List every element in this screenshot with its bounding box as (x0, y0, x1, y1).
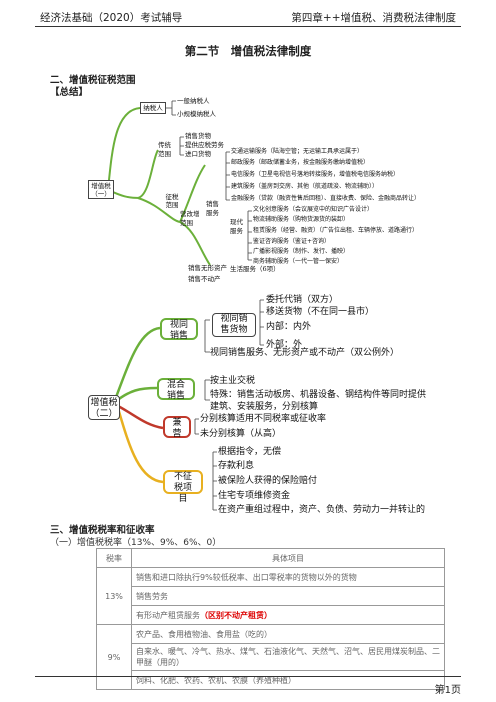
table-cell: 销售劳务 (131, 586, 445, 606)
page-title: 第二节 增值税法律制度 (184, 44, 312, 58)
map1-scope: 征税范围 (165, 193, 179, 209)
summary-tag: 【总结】 (50, 87, 89, 98)
svc-transport: 交通运输服务（陆海空管；无运输工具承运属于） (231, 148, 364, 155)
nontax-restructure: 在资产重组过程中，资产、负债、劳动力一并转让的 (218, 505, 426, 515)
mixed-main: 按主业交税 (210, 376, 256, 386)
deemed-consign: 委托代销（双方） (266, 295, 339, 305)
trad-import: 进口货物 (185, 150, 211, 158)
map2-deemed-goods: 视同销售货物 (212, 313, 256, 337)
map2-nontax: 不征税项目 (163, 470, 203, 504)
table-header-items: 具体项目 (131, 548, 445, 568)
map2-deemed: 视同销售 (160, 318, 198, 341)
concurrent-separate: 分别核算适用不同税率或征收率 (200, 414, 327, 424)
rate-cell-9: 9% (96, 624, 132, 690)
svc-construction: 建筑服务（盖房到交房、其他（航道疏浚、物流辅助）） (231, 183, 379, 190)
table-cell: 饲料、化肥、农药、农机、农膜（养殖种植） (131, 670, 445, 690)
table-row: 销售劳务 (97, 586, 445, 606)
table-cell: 农产品、食用植物油、食用盐（吃的） (131, 624, 445, 644)
table-header-rate: 税率 (96, 548, 132, 568)
modern-logistics: 物流辅助服务（购物货源货的装卸） (253, 216, 350, 223)
map1-taxpayer: 纳税人 (140, 102, 166, 114)
page-number: 第1页 (434, 685, 461, 696)
modern-culture: 文化创意服务（会议展览中的知识广告设计） (253, 206, 374, 213)
map1-traditional: 传统范围 (158, 141, 171, 158)
rate-cell-13: 13% (96, 567, 132, 625)
table-row: 9% 农产品、食用植物油、食用盐（吃的） (96, 624, 445, 690)
modern-business: 商务辅助服务（一代一管一保安） (253, 258, 344, 265)
map1-root: 增值税（一） (88, 180, 114, 199)
section3-subheading: （一）增值税税率（13%、9%、6%、0） (50, 538, 222, 548)
table-row: 有形动产租赁服务（区别不动产租赁） (97, 605, 445, 625)
table-cell-highlighted: 有形动产租赁服务（区别不动产租赁） (131, 605, 445, 625)
map1-modern: 现代服务 (230, 218, 243, 235)
modern-assurance: 鉴证咨询服务（鉴证+咨询） (253, 238, 331, 245)
map1-intangible: 销售无形资产 (188, 264, 227, 272)
nontax-insurance: 被保险人获得的保险赔付 (218, 476, 318, 486)
map2-mixed: 混合销售 (157, 378, 195, 401)
table-header-row: 税率 具体项目 (96, 548, 445, 568)
deemed-external: 外部：外 (266, 340, 303, 350)
map1-sales-services: 销售服务 (206, 200, 219, 217)
highlight-note: （区别不动产租赁） (200, 610, 272, 620)
nontax-maintenance: 住宅专项维修资金 (218, 491, 291, 501)
leasing-label: 有形动产租赁服务 (136, 610, 200, 620)
map2-root: 增值税（二） (88, 395, 120, 420)
map1-realestate: 销售不动产 (188, 275, 221, 283)
footer-divider (35, 676, 461, 677)
mixed-special: 特殊：销售活动板房、机器设备、钢结构件等同时提供建筑、安装服务，分别核算 (210, 390, 427, 412)
table-row: 饲料、化肥、农药、农机、农膜（养殖种植） (97, 670, 445, 690)
header-right: 第四章++增值税、消费税法律制度 (291, 12, 456, 24)
nontax-directive: 根据指令，无偿 (218, 447, 282, 457)
map2-deemed-services: 视同销售服务、无形资产或不动产（双公例外） (210, 348, 400, 358)
taxpayer-small: 小规模纳税人 (177, 110, 216, 118)
svc-telecom: 电信服务（卫星电视信号落地转接服务，增值税电信服务纳税） (231, 171, 400, 178)
map1-life: 生活服务（6项） (230, 265, 280, 273)
modern-media: 广播影视服务（制作、发行、播映） (253, 248, 350, 255)
header-divider (35, 26, 461, 27)
trad-goods: 销售货物 (185, 132, 211, 140)
section3-heading: 三、增值税税率和征收率 (50, 525, 155, 536)
taxpayer-general: 一般纳税人 (177, 97, 210, 105)
header-left: 经济法基础（2020）考试辅导 (40, 12, 183, 24)
map1-vat-reform: 营改增范围 (180, 210, 200, 227)
svc-finance: 金融服务（贷款（融资性售后回租）、直接收费、保险、金融商品转让） (231, 195, 421, 202)
deemed-internal: 内部：内外 (266, 322, 312, 332)
table-row: 13% 销售和进口除执行9%较低税率、出口零税率的货物以外的货物 (96, 567, 445, 625)
rate-table: 税率 具体项目 13% 销售和进口除执行9%较低税率、出口零税率的货物以外的货物… (96, 548, 445, 690)
deemed-transfer: 移送货物（不在同一县市） (266, 307, 375, 317)
map2-concurrent: 兼营 (163, 416, 191, 439)
concurrent-mixed: 未分别核算（从高） (200, 429, 282, 439)
trad-labor: 提供应税劳务 (185, 141, 224, 149)
table-cell: 销售和进口除执行9%较低税率、出口零税率的货物以外的货物 (131, 567, 445, 587)
nontax-interest: 存款利息 (218, 461, 255, 471)
section2-heading: 二、增值税征税范围 (50, 75, 136, 86)
modern-leasing: 租赁服务（经营、融资）（广告位出租、车辆停放、道路通行） (253, 227, 419, 234)
table-row: 自来水、暖气、冷气、热水、煤气、石油液化气、天然气、沼气、居民用煤炭制品、二甲醚… (97, 643, 445, 671)
table-cell: 自来水、暖气、冷气、热水、煤气、石油液化气、天然气、沼气、居民用煤炭制品、二甲醚… (131, 643, 445, 671)
svc-postal: 邮政服务（邮政储蓄业务，按金融服务缴纳增值税） (231, 159, 370, 166)
